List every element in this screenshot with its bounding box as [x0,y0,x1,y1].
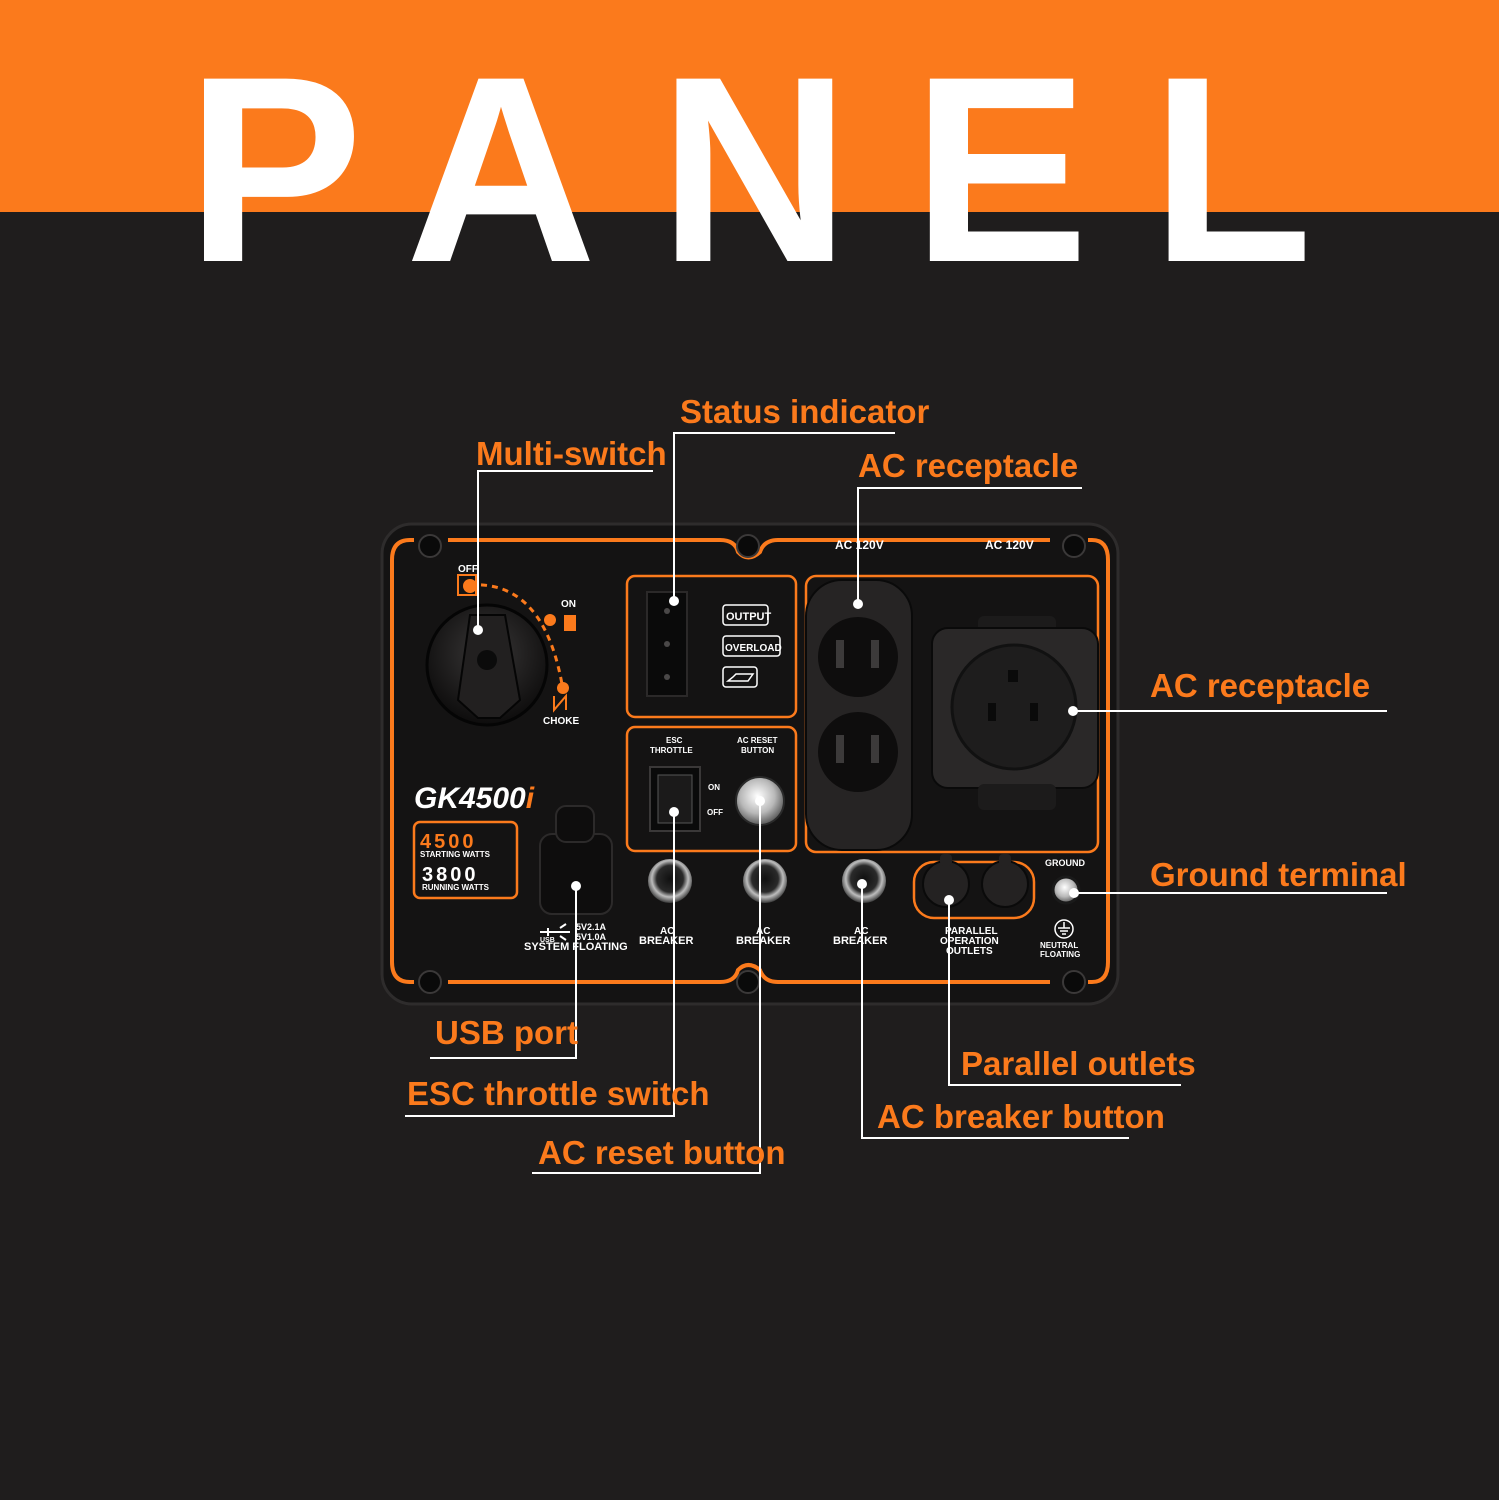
output-indicator [722,604,769,626]
esc-reset-box [625,725,798,853]
ac-reset-label-1: AC RESET [737,736,778,745]
ac-breaker-2[interactable] [743,859,787,903]
neutral-label-2: FLOATING [1040,950,1080,959]
ac-receptacle-duplex[interactable] [805,579,913,851]
ac-receptacle-30a[interactable] [931,616,1099,810]
starting-watts-label: STARTING WATTS [420,850,491,859]
overload-indicator [722,635,781,657]
parallel-label-1: PARALLEL [945,926,998,937]
page-title: PANEL [186,22,1375,318]
dial-choke-label: CHOKE [543,716,579,727]
fuel-on-icon [564,615,576,631]
parallel-outlets[interactable] [922,854,1029,908]
running-watts-label: RUNNING WATTS [422,883,490,892]
switch-off-label: OFF [707,808,723,817]
callout-ac-breaker-button: AC breaker button [877,1098,1165,1135]
ac-breaker-1[interactable] [648,859,692,903]
dial-off-label: OFF [458,564,478,575]
switch-on-label: ON [708,783,720,792]
oil-can-icon [725,673,755,682]
ac-breaker-3-label-2: BREAKER [833,935,887,947]
callout-usb-port: USB port [435,1014,578,1051]
leader-lines [405,432,1387,1174]
output-label: OUTPUT [726,611,772,623]
ground-symbol-icon [1054,919,1074,939]
watts-box [412,820,519,900]
callout-multi-switch: Multi-switch [476,435,667,472]
choke-icon [553,693,567,713]
ac-120v-left-label: AC 120V [835,538,884,552]
parallel-label-3: OUTLETS [946,946,993,957]
callout-esc-throttle-switch: ESC throttle switch [407,1075,710,1112]
usb-icon [540,923,570,941]
fuel-off-icon [457,574,477,596]
multi-switch-dial[interactable]: OFF ON CHOKE [425,564,579,727]
esc-label-2: THROTTLE [650,746,693,755]
ac-breaker-1-label-1: AC [660,926,674,937]
ac-breaker-1-label-2: BREAKER [639,935,693,947]
usb-rating-1: 5V2.1A [576,922,607,932]
leader-dots [473,596,1079,905]
usb-rating-2: 5V1.0A [576,932,607,942]
dial-on-label: ON [561,599,576,610]
usb-port[interactable] [539,805,613,915]
starting-watts-value: 4500 [420,831,477,853]
parallel-outlets-box [912,860,1036,920]
ground-label: GROUND [1045,858,1085,868]
esc-label-1: ESC [666,736,683,745]
overload-label: OVERLOAD [725,643,782,654]
usb-small-label: USB [540,937,555,944]
ac-breaker-2-label-1: AC [756,926,770,937]
oil-indicator [722,666,758,688]
callout-ac-receptacle-right: AC receptacle [1150,667,1371,704]
ac-reset-label-2: BUTTON [741,746,774,755]
callout-ground-terminal: Ground terminal [1150,856,1407,893]
callout-parallel-outlets: Parallel outlets [961,1045,1196,1082]
parallel-label-2: OPERATION [940,936,999,947]
callout-ac-receptacle-top: AC receptacle [858,447,1079,484]
neutral-label-1: NEUTRAL [1040,941,1078,950]
header-band [0,0,1499,212]
callout-status-indicator: Status indicator [680,393,930,430]
ac-breaker-2-label-2: BREAKER [736,935,790,947]
callout-ac-reset-button: AC reset button [538,1134,786,1171]
status-indicator-box [625,574,798,719]
running-watts-value: 3800 [422,864,479,886]
model-name: GK4500i [414,782,535,815]
ac-120v-right-label: AC 120V [985,538,1034,552]
